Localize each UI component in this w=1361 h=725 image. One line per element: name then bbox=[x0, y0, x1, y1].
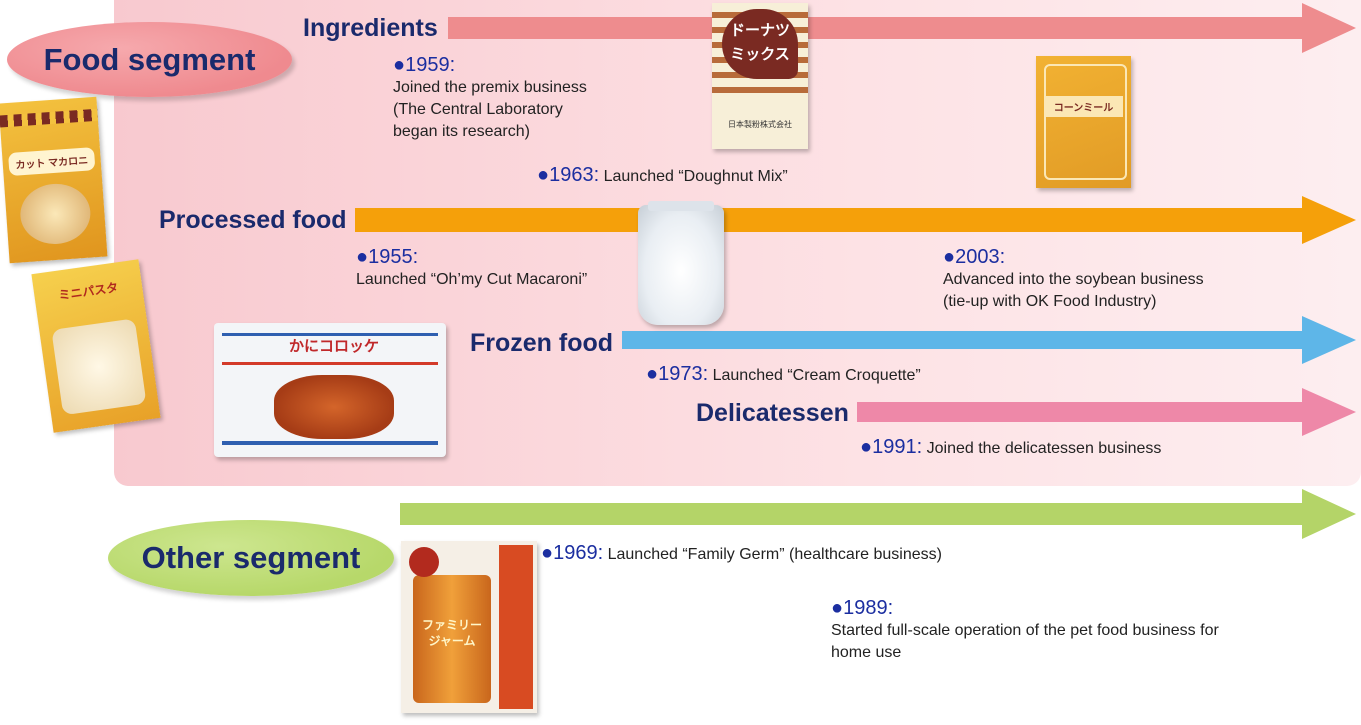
event-text-line: Joined the premix business bbox=[393, 79, 587, 96]
pasta-pack-top-image: カット マカロニ bbox=[0, 96, 108, 264]
other-segment-label: Other segment bbox=[141, 540, 361, 575]
doughnut-box-line2: ミックス bbox=[730, 46, 790, 63]
bullet-icon: ● bbox=[537, 164, 550, 186]
event-text: Launched “Cream Croquette” bbox=[712, 367, 921, 384]
croquette-pack-image: かにコロッケ bbox=[214, 323, 446, 457]
event-1963: ●1963: Launched “Doughnut Mix” bbox=[537, 164, 788, 188]
bullet-icon: ● bbox=[356, 246, 369, 268]
pasta-pack-bottom-image: ミニパスタ bbox=[31, 259, 161, 433]
event-year: 1963: bbox=[549, 164, 600, 186]
macaroni-bag-image bbox=[638, 201, 724, 325]
doughnut-box-line1: ドーナツ bbox=[729, 22, 790, 39]
event-text-line: (The Central Laboratory bbox=[393, 101, 563, 118]
event-year: 1991: bbox=[872, 436, 923, 458]
event-text-line: (tie-up with OK Food Industry) bbox=[943, 293, 1157, 310]
event-text-line: Advanced into the soybean business bbox=[943, 271, 1204, 288]
other-segment-arrow bbox=[400, 489, 1356, 539]
delicatessen-title: Delicatessen bbox=[696, 399, 849, 427]
event-text: Launched “Family Germ” (healthcare busin… bbox=[607, 546, 942, 563]
doughnut-box-maker: 日本製粉株式会社 bbox=[728, 120, 792, 129]
other-segment-oval: Other segment bbox=[108, 520, 394, 596]
bullet-icon: ● bbox=[943, 246, 956, 268]
event-1973: ●1973: Launched “Cream Croquette” bbox=[646, 363, 921, 387]
food-segment-oval: Food segment bbox=[7, 22, 292, 97]
pasta-pack-top-text: カット マカロニ bbox=[8, 147, 96, 177]
bullet-icon: ● bbox=[860, 436, 873, 458]
event-1955: ●1955: Launched “Oh’my Cut Macaroni” bbox=[356, 246, 587, 291]
event-year: 1989: bbox=[843, 597, 894, 619]
event-1989: ●1989: Started full-scale operation of t… bbox=[831, 597, 1231, 664]
food-segment-label: Food segment bbox=[43, 42, 256, 77]
bullet-icon: ● bbox=[393, 54, 406, 76]
event-year: 2003: bbox=[955, 246, 1006, 268]
event-year: 1959: bbox=[405, 54, 456, 76]
family-germ-text: ファミリージャーム bbox=[421, 618, 482, 648]
heart-icon bbox=[722, 9, 798, 79]
corn-mix-box-text: コーンミール bbox=[1044, 96, 1123, 117]
event-year: 1973: bbox=[658, 363, 709, 385]
bullet-icon: ● bbox=[831, 597, 844, 619]
event-1969: ●1969: Launched “Family Germ” (healthcar… bbox=[541, 542, 942, 566]
event-text-line: home use bbox=[831, 644, 902, 661]
event-text-line: began its research) bbox=[393, 123, 530, 140]
croquette-pack-text: かにコロッケ bbox=[288, 338, 379, 355]
bullet-icon: ● bbox=[541, 542, 554, 564]
delicatessen-arrow bbox=[857, 388, 1356, 436]
doughnut-mix-box-image: ドーナツ ミックス 日本製粉株式会社 bbox=[712, 3, 808, 149]
frozen-food-arrow bbox=[622, 316, 1356, 364]
event-text: Launched “Doughnut Mix” bbox=[603, 168, 788, 185]
pasta-pack-bottom-text: ミニパスタ bbox=[57, 280, 120, 303]
event-1991: ●1991: Joined the delicatessen business bbox=[860, 436, 1161, 460]
processed-food-arrow bbox=[355, 196, 1356, 244]
processed-food-title: Processed food bbox=[159, 206, 347, 234]
ingredients-arrow bbox=[448, 3, 1356, 53]
ingredients-title: Ingredients bbox=[303, 14, 438, 42]
doughnut-box-text: ドーナツ ミックス bbox=[722, 19, 798, 67]
corn-mix-box-image: コーンミール bbox=[1036, 56, 1131, 188]
event-text-line: Started full-scale operation of the pet … bbox=[831, 622, 1219, 639]
family-germ-can-image: ファミリージャーム bbox=[401, 541, 537, 713]
frozen-food-title: Frozen food bbox=[470, 329, 614, 357]
event-2003: ●2003: Advanced into the soybean busines… bbox=[943, 246, 1204, 313]
event-text: Joined the delicatessen business bbox=[926, 440, 1162, 457]
event-year: 1969: bbox=[553, 542, 604, 564]
event-year: 1955: bbox=[368, 246, 419, 268]
event-text: Launched “Oh’my Cut Macaroni” bbox=[356, 271, 588, 288]
bullet-icon: ● bbox=[646, 363, 659, 385]
event-1959: ●1959: Joined the premix business (The C… bbox=[393, 54, 673, 143]
